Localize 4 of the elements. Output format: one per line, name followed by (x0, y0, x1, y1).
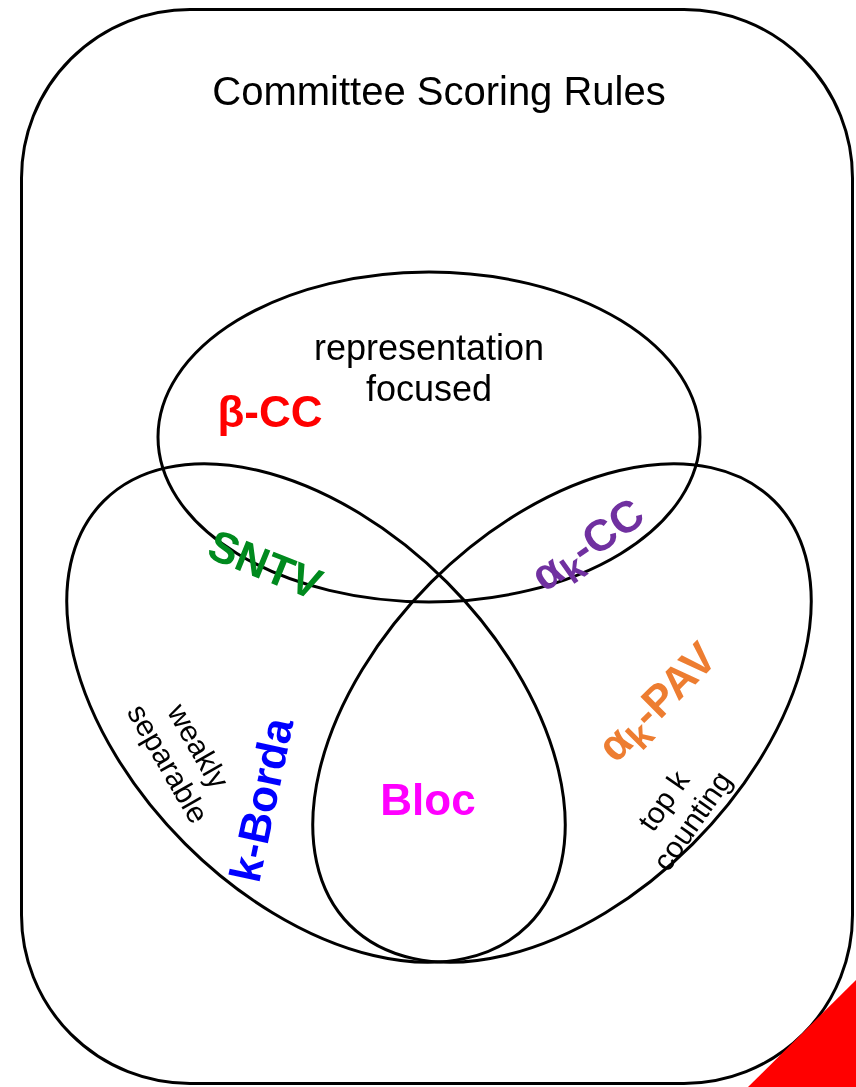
region-label: SNTV (201, 519, 329, 611)
rounded-frame (20, 8, 854, 1085)
frame-label: Committee Scoring Rules (212, 68, 666, 114)
region-label: Bloc (380, 774, 476, 826)
